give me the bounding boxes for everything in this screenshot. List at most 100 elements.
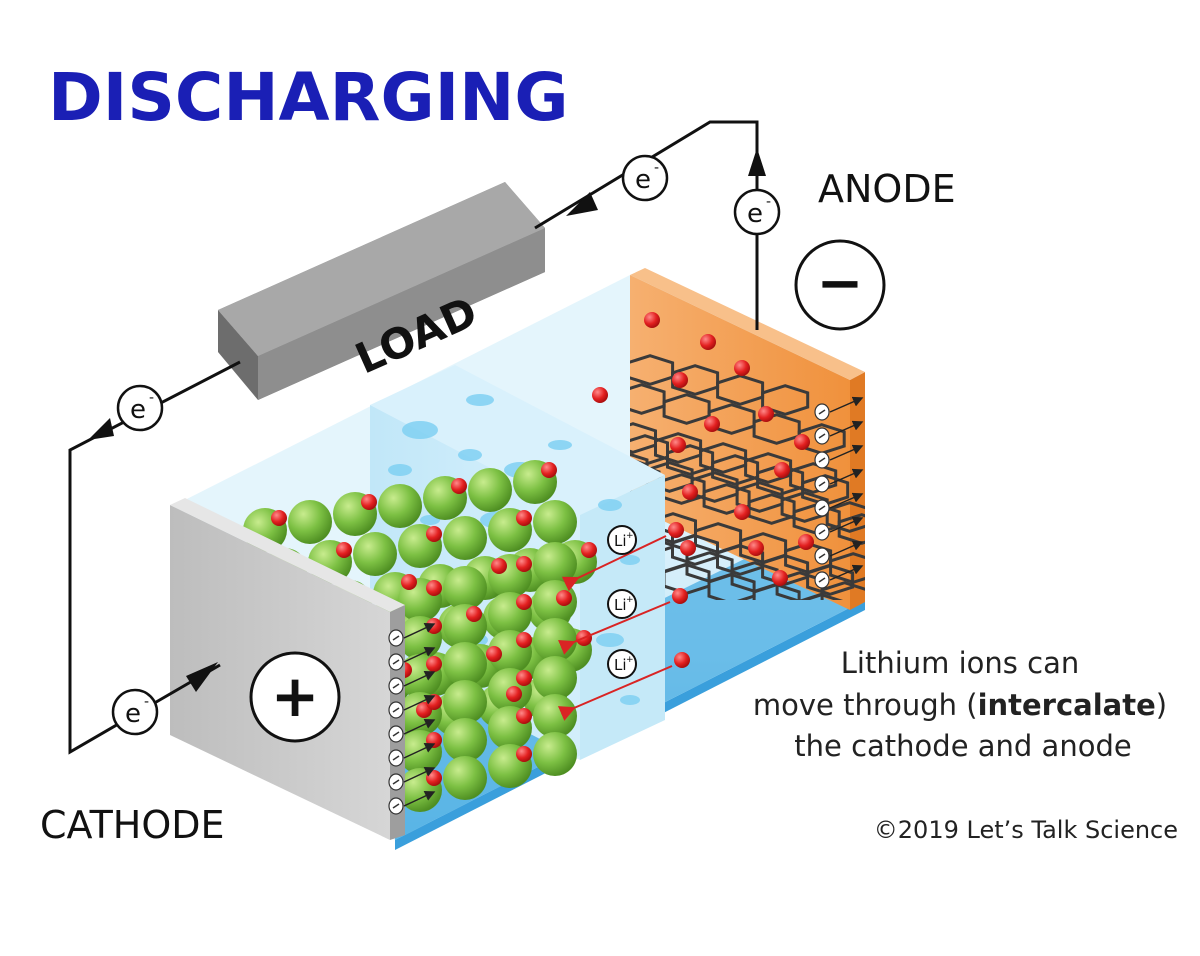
electron-badge-4: e - <box>111 688 159 736</box>
copyright: ©2019 Let’s Talk Science <box>874 816 1178 844</box>
lithium-ion <box>336 542 352 558</box>
lithium-ion <box>466 606 482 622</box>
lithium-ion <box>426 526 442 542</box>
graphite-hexagon <box>716 544 765 576</box>
lithium-ion <box>668 522 684 538</box>
electron-minus <box>818 529 826 535</box>
caption-line-2-bold: intercalate <box>978 688 1156 722</box>
caption-line-2-pre: move through ( <box>753 688 978 722</box>
electron-arrow <box>829 396 864 413</box>
electron-label: e <box>125 699 141 729</box>
anode-lithium-ions <box>592 312 814 586</box>
li-ion-sup: + <box>626 531 634 541</box>
electron-minus <box>818 553 826 559</box>
electron-minus <box>818 481 826 487</box>
cathode-particle <box>288 500 332 544</box>
li-ion-circle <box>607 525 637 555</box>
electron-minus <box>392 755 400 761</box>
lithium-ion <box>361 494 377 510</box>
li-ion-label: Li <box>614 656 627 674</box>
li-ion-sup: + <box>626 595 634 605</box>
li-ion-badge: Li+ <box>607 525 637 555</box>
separator-pore <box>596 633 624 647</box>
electron-arrow <box>829 540 864 557</box>
electron-minus <box>392 683 400 689</box>
electron-arrow <box>403 671 436 687</box>
electron-arrow <box>403 623 436 639</box>
graphite-hexagon <box>707 573 756 600</box>
lithium-ion <box>772 570 788 586</box>
graphite-hexagon <box>666 444 715 476</box>
cathode-particle <box>443 680 487 724</box>
graphite-hexagon <box>662 393 711 425</box>
electron-minus <box>392 635 400 641</box>
separator-pore <box>598 499 622 511</box>
diagram-title: DISCHARGING <box>48 59 569 136</box>
graphite-hexagon <box>735 481 784 513</box>
caption-line-2: move through (intercalate) <box>753 688 1167 722</box>
electron-sup: - <box>654 160 659 176</box>
load-box <box>218 182 545 400</box>
cathode-particle <box>378 484 422 528</box>
li-ion-badge: Li+ <box>607 649 637 679</box>
lithium-ion <box>486 646 502 662</box>
lithium-ion <box>734 504 750 520</box>
caption-line-3: the cathode and anode <box>794 729 1131 763</box>
electron-arrow <box>829 492 864 509</box>
graphite-hexagon <box>630 422 657 454</box>
lithium-ion <box>794 434 810 450</box>
electron-badge-2: e - <box>733 188 781 236</box>
lithium-ion <box>426 770 442 786</box>
ion-arrow <box>558 601 671 655</box>
electron-arrow <box>829 516 864 533</box>
ion-arrow <box>557 665 673 721</box>
graphite-hexagon <box>690 471 739 503</box>
graphite-hexagon <box>789 462 838 494</box>
cathode-particle <box>443 642 487 686</box>
wire-arrow-anode <box>748 148 766 176</box>
electron-arrow <box>829 444 864 461</box>
cathode-particle <box>353 532 397 576</box>
electron-arrow <box>829 420 864 437</box>
electron-minus <box>392 779 400 785</box>
graphite-hexagon <box>752 583 801 600</box>
cathode-particle <box>533 618 577 662</box>
graphite-hexagon <box>671 364 720 396</box>
graphite-hexagon <box>761 384 810 416</box>
lithium-ion <box>734 360 750 376</box>
lithium-ion <box>672 372 688 388</box>
wire-arrows <box>88 148 766 692</box>
electron-minus <box>818 457 826 463</box>
caption-line-1: Lithium ions can <box>841 646 1079 680</box>
cathode-sign: + <box>271 662 320 730</box>
lithium-ion <box>700 334 716 350</box>
electron-label: e <box>635 165 651 195</box>
electron-arrow <box>403 647 436 663</box>
separator-pore <box>620 695 640 705</box>
electron-minus <box>392 731 400 737</box>
lithium-ion <box>271 510 287 526</box>
lithium-ion <box>644 312 660 328</box>
electron-minus <box>818 505 826 511</box>
wire-arrow-cathode <box>186 662 218 692</box>
anode-sign-badge: − <box>794 239 886 331</box>
lithium-ion <box>506 686 522 702</box>
cathode-particle <box>533 732 577 776</box>
lithium-ion <box>672 588 688 604</box>
lithium-ion <box>758 406 774 422</box>
separator-pore <box>402 421 438 439</box>
electron-minus <box>392 707 400 713</box>
electron-sup: - <box>144 694 149 710</box>
li-ion-circle <box>607 589 637 619</box>
graphite-hexagon <box>630 451 649 483</box>
anode-label: ANODE <box>818 167 956 211</box>
lithium-ion <box>680 540 696 556</box>
graphite-hexagon <box>630 383 666 415</box>
graphite-hexagon <box>761 554 810 586</box>
lithium-ion <box>704 416 720 432</box>
lithium-ion <box>556 590 572 606</box>
li-ion-circle <box>607 649 637 679</box>
electron-sup: - <box>149 390 154 406</box>
lithium-ion <box>516 632 532 648</box>
li-ion-label: Li <box>614 532 627 550</box>
